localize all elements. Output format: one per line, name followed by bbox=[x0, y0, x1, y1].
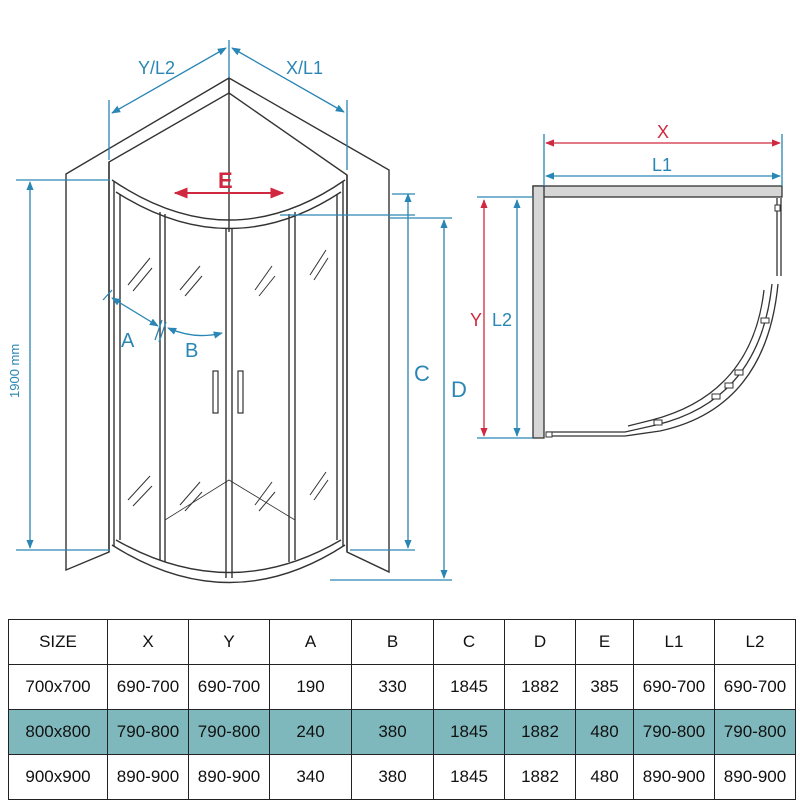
door-handle-left bbox=[212, 370, 219, 414]
table-cell: 890-900 bbox=[107, 754, 189, 800]
header-cell: C bbox=[433, 619, 505, 665]
table-cell: 900x900 bbox=[8, 754, 108, 800]
label-height: 1900 mm bbox=[7, 344, 22, 398]
label-e: E bbox=[218, 168, 233, 193]
table-cell: 690-700 bbox=[714, 664, 796, 710]
table-cell: 1845 bbox=[433, 709, 505, 755]
header-cell: E bbox=[575, 619, 634, 665]
table-cell: 240 bbox=[269, 709, 352, 755]
table-header-row: SIZE X Y A B C D E L1 L2 bbox=[8, 619, 796, 665]
label-l2: L2 bbox=[492, 310, 512, 330]
plan-wall-top bbox=[532, 185, 783, 198]
table-cell: 790-800 bbox=[107, 709, 189, 755]
table-cell: 380 bbox=[351, 754, 434, 800]
table-cell: 1882 bbox=[504, 664, 576, 710]
table-cell: 1882 bbox=[504, 709, 576, 755]
header-cell: X bbox=[107, 619, 189, 665]
table-cell: 890-900 bbox=[633, 754, 715, 800]
table-cell: 385 bbox=[575, 664, 634, 710]
size-spec-table: SIZE X Y A B C D E L1 L2 700x700 690-700… bbox=[8, 619, 796, 800]
table-cell: 700x700 bbox=[8, 664, 108, 710]
table-cell: 1845 bbox=[433, 664, 505, 710]
plan-view bbox=[532, 185, 783, 439]
plan-dimension-lines bbox=[477, 134, 783, 439]
table-cell: 690-700 bbox=[633, 664, 715, 710]
table-cell: 190 bbox=[269, 664, 352, 710]
table-cell: 340 bbox=[269, 754, 352, 800]
table-cell: 330 bbox=[351, 664, 434, 710]
label-x: X bbox=[657, 122, 669, 142]
top-curved-rail bbox=[111, 179, 346, 221]
label-l1: L1 bbox=[652, 155, 672, 175]
label-xl1: X/L1 bbox=[286, 58, 323, 78]
bottom-curved-tray bbox=[111, 544, 346, 584]
table-row: 700x700 690-700 690-700 190 330 1845 188… bbox=[8, 664, 796, 710]
table-row: 900x900 890-900 890-900 340 380 1845 188… bbox=[8, 754, 796, 800]
back-wall-left bbox=[65, 76, 230, 572]
perspective-dimension-lines bbox=[16, 40, 452, 581]
header-cell: Y bbox=[188, 619, 270, 665]
table-cell: 690-700 bbox=[188, 664, 270, 710]
table-row-highlighted: 800x800 790-800 790-800 240 380 1845 188… bbox=[8, 709, 796, 755]
table-cell: 800x800 bbox=[8, 709, 108, 755]
table-cell: 790-800 bbox=[188, 709, 270, 755]
table-cell: 480 bbox=[575, 754, 634, 800]
header-cell: SIZE bbox=[8, 619, 108, 665]
table-cell: 890-900 bbox=[188, 754, 270, 800]
table-cell: 1882 bbox=[504, 754, 576, 800]
header-cell: L1 bbox=[633, 619, 715, 665]
table-cell: 1845 bbox=[433, 754, 505, 800]
perspective-view bbox=[65, 76, 390, 584]
table-cell: 790-800 bbox=[633, 709, 715, 755]
shower-dimension-diagram: Y/L2 X/L1 E A B C D 1900 mm bbox=[7, 40, 783, 584]
label-d: D bbox=[451, 377, 467, 402]
plan-outer-curve bbox=[624, 283, 773, 433]
table-cell: 690-700 bbox=[107, 664, 189, 710]
back-wall-right bbox=[228, 76, 390, 574]
plan-wall-left bbox=[532, 185, 545, 439]
header-cell: B bbox=[351, 619, 434, 665]
label-b: B bbox=[185, 340, 198, 362]
header-cell: A bbox=[269, 619, 352, 665]
label-y: Y bbox=[470, 310, 482, 330]
table-cell: 380 bbox=[351, 709, 434, 755]
table-cell: 890-900 bbox=[714, 754, 796, 800]
label-yl2: Y/L2 bbox=[138, 58, 175, 78]
header-cell: L2 bbox=[714, 619, 796, 665]
table-cell: 790-800 bbox=[714, 709, 796, 755]
table-cell: 480 bbox=[575, 709, 634, 755]
door-handle-right bbox=[237, 370, 244, 414]
label-c: C bbox=[414, 361, 430, 386]
label-a: A bbox=[121, 330, 135, 352]
header-cell: D bbox=[504, 619, 576, 665]
